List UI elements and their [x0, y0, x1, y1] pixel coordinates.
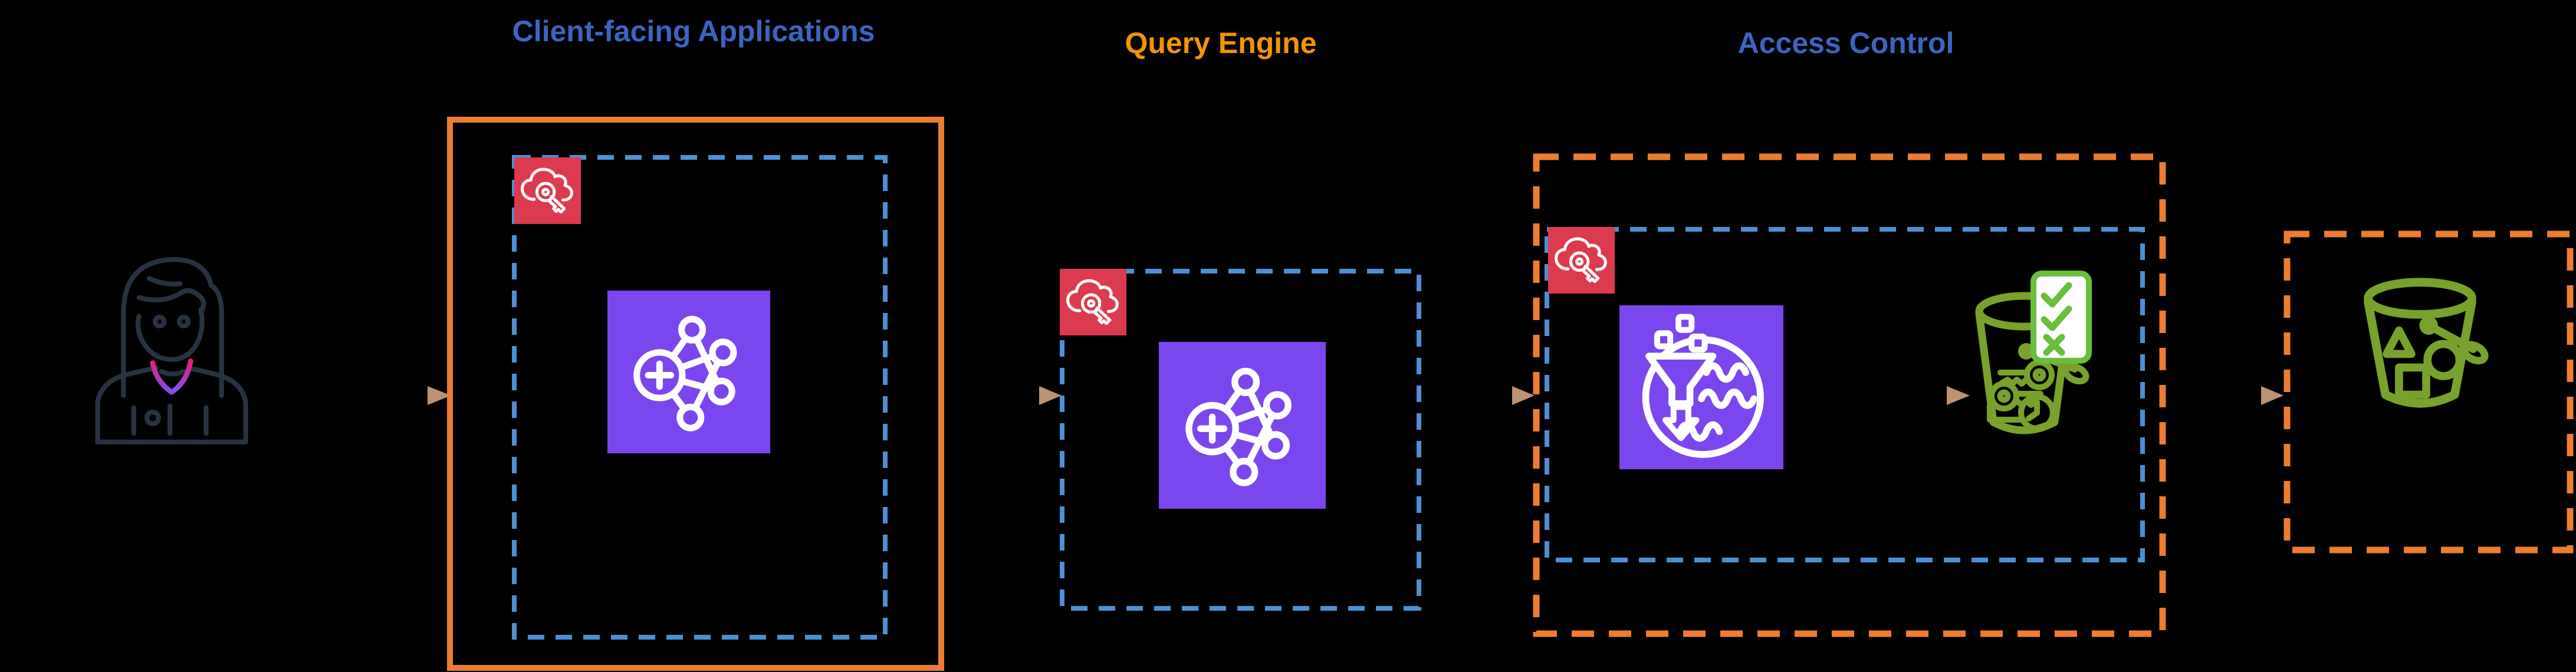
- flow-arrow-access-to-s3: [2167, 386, 2283, 405]
- shoulders-outline: [95, 365, 248, 444]
- client-apps-group-box: [447, 117, 944, 671]
- key-glyph: [1569, 251, 1600, 284]
- necklace: [150, 358, 193, 395]
- query-engine-title: Query Engine: [1125, 27, 1317, 60]
- s3-bucket-credentials-icon: [1975, 271, 2092, 434]
- permissions-checklist-card: [2030, 271, 2092, 364]
- s3-group-box: [2283, 230, 2574, 554]
- key-glyph: [535, 182, 566, 214]
- collar: [159, 369, 186, 377]
- graph-nodes: [1185, 367, 1292, 486]
- right-eye: [176, 314, 191, 329]
- user-persona-icon: [95, 257, 248, 444]
- flow-arrow-clientapps-to-query: [945, 386, 1062, 405]
- neptune-icon: [1159, 342, 1326, 509]
- cloud-glyph: [521, 167, 573, 202]
- client-apps-inner-boundary: [512, 155, 888, 640]
- flow-arrow-lakeformation-to-bucket: [1789, 386, 1970, 405]
- flow-arrow-query-to-access: [1422, 386, 1535, 405]
- access-control-inner-boundary: [1545, 227, 2145, 562]
- bangs: [147, 276, 183, 286]
- keys-and-clock: [1987, 360, 2056, 431]
- water-waves: [1677, 362, 1757, 442]
- bucket-handle: [2419, 316, 2489, 365]
- bucket-outline: [2364, 278, 2476, 408]
- iam-badge-icon: [1060, 269, 1126, 335]
- access-control-group-box: [1533, 153, 2166, 637]
- bangs-2: [136, 288, 206, 315]
- graph-nodes: [633, 315, 737, 431]
- bucket-objects: [2383, 326, 2464, 399]
- jacket-button: [144, 410, 161, 427]
- access-control-title: Access Control: [1737, 27, 1954, 60]
- query-engine-boundary: [1060, 269, 1421, 611]
- hair-outline: [121, 257, 224, 398]
- client-apps-title: Client-facing Applications: [512, 15, 875, 48]
- lake-formation-icon: [1619, 305, 1783, 469]
- key-glyph: [1080, 293, 1112, 325]
- funnel-glyph: [1645, 314, 1717, 442]
- s3-bucket-objects-icon: [2364, 278, 2489, 408]
- face-outline: [135, 307, 205, 362]
- flow-arrow-user-to-clientapps: [268, 386, 451, 405]
- neptune-icon: [607, 291, 770, 453]
- iam-badge-icon: [514, 157, 581, 224]
- left-eye: [152, 314, 167, 329]
- iam-badge-icon: [1548, 227, 1615, 294]
